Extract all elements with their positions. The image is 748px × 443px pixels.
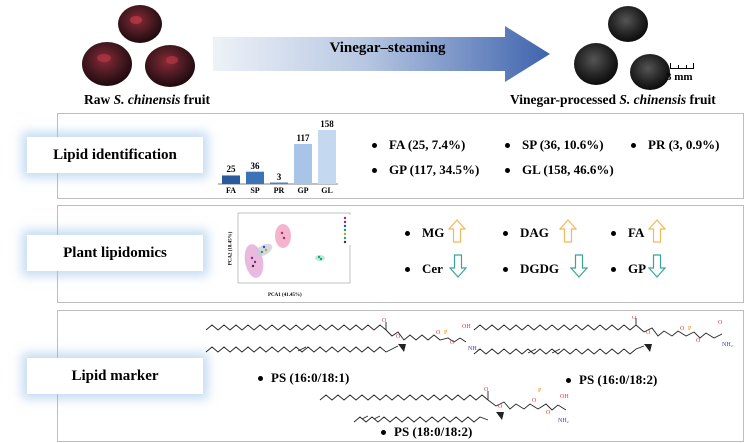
trend-down-cer: Cer (405, 261, 443, 277)
identification-item-fa: FA (25, 7.4%) (372, 137, 465, 153)
bullet-icon (505, 167, 510, 173)
bar-gp (294, 144, 312, 184)
up-arrow-icon (448, 219, 466, 243)
bar-value-label: 25 (226, 164, 236, 175)
bar-value-label: 3 (276, 171, 282, 182)
trend-up-fa: FA (611, 225, 644, 241)
process-label: Vinegar–steaming (329, 40, 446, 56)
bullet-icon (258, 375, 263, 381)
svg-text:O: O (484, 387, 489, 393)
up-arrow-icon (559, 219, 577, 243)
pca-plot (232, 211, 366, 291)
identification-item-gp: GP (117, 34.5%) (372, 162, 479, 178)
process-arrow (213, 26, 550, 82)
raw-fruit-caption: Raw S. chinensis fruit (84, 92, 211, 107)
bullet-icon (372, 142, 377, 148)
svg-text:OH: OH (462, 324, 471, 330)
pca-xlabel: PCA1 (41.45%) (268, 293, 302, 298)
svg-text:P: P (444, 330, 448, 336)
svg-text:O: O (396, 334, 401, 340)
trend-down-dgdg: DGDG (503, 261, 559, 277)
bullet-icon (405, 266, 410, 272)
up-arrow-icon (648, 219, 666, 243)
svg-text:O: O (646, 330, 651, 336)
trend-down-gp: GP (611, 261, 646, 277)
bar-category-label: GP (297, 186, 309, 195)
bar-category-label: PR (273, 186, 285, 195)
pca-ylabel: PCA2 (18.45%) (228, 231, 234, 266)
bar-value-label: 158 (320, 119, 334, 129)
ps-18-0-18-2-label: PS (18:0/18:2) (381, 424, 472, 440)
bar-value-label: 36 (250, 160, 260, 171)
bar-fa (222, 175, 240, 184)
svg-text:O: O (696, 338, 701, 344)
svg-text:O: O (498, 404, 503, 410)
scale-label: 3 mm (666, 71, 693, 83)
svg-text:P: P (538, 388, 542, 394)
bullet-icon (372, 167, 377, 173)
down-arrow-icon (449, 254, 467, 278)
svg-text:O: O (450, 340, 455, 346)
svg-text:NH₂: NH₂ (468, 346, 479, 352)
svg-text:NH₂: NH₂ (722, 342, 733, 348)
svg-text:O: O (436, 330, 441, 336)
bullet-icon (505, 142, 510, 148)
bar-category-label: SP (250, 186, 260, 195)
svg-text:O: O (532, 398, 537, 404)
bullet-icon (631, 142, 636, 148)
identification-item-gl: GL (158, 46.6%) (505, 162, 614, 178)
identification-title: Lipid identification (27, 137, 203, 173)
ps-16-0-18-2-label: PS (16:0/18:2) (566, 372, 657, 388)
bullet-icon (503, 230, 508, 236)
bullet-icon (503, 266, 508, 272)
identification-item-sp: SP (36, 10.6%) (505, 137, 604, 153)
svg-text:O: O (680, 326, 685, 332)
bullet-icon (381, 429, 386, 435)
bar-pr (270, 182, 288, 184)
processed-fruit-image (568, 2, 678, 92)
bar-category-label: GL (321, 186, 333, 195)
svg-text:O: O (632, 316, 637, 321)
svg-text:O: O (718, 320, 723, 326)
bar-sp (246, 171, 264, 184)
trend-up-dag: DAG (503, 225, 549, 241)
lipidomics-title: Plant lipidomics (27, 235, 203, 271)
bullet-icon (611, 266, 616, 272)
scale-bar-icon (670, 60, 694, 69)
ps-16-0-18-1-label: PS (16:0/18:1) (258, 370, 349, 386)
down-arrow-icon (570, 254, 588, 278)
svg-text:NH₂: NH₂ (558, 418, 569, 424)
bar-category-label: FA (225, 186, 237, 195)
down-arrow-icon (648, 254, 666, 278)
bullet-icon (611, 230, 616, 236)
processed-fruit-caption: Vinegar-processed S. chinensis fruit (510, 92, 716, 107)
svg-text:O: O (382, 318, 387, 324)
identification-item-pr: PR (3, 0.9%) (631, 137, 720, 153)
bar-value-label: 117 (296, 133, 310, 143)
bullet-icon (405, 230, 410, 236)
svg-text:O: O (546, 410, 551, 416)
trend-up-mg: MG (405, 225, 444, 241)
svg-text:P: P (688, 326, 692, 332)
marker-title: Lipid marker (27, 358, 203, 394)
raw-fruit-image (78, 2, 198, 90)
bullet-icon (566, 377, 571, 383)
svg-text:OH: OH (560, 394, 569, 400)
identification-bar-svg (218, 130, 338, 185)
bar-gl (318, 130, 336, 184)
